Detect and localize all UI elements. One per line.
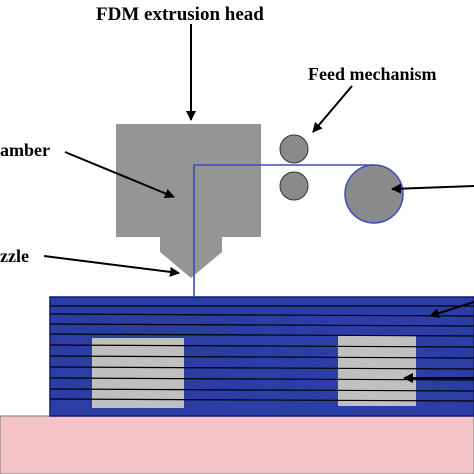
chamber-label: amber [0,140,50,160]
support-structure-right [338,336,416,406]
layer-lines [49,305,474,402]
nozzle-label: zzle [0,246,29,266]
feed-arrow [312,85,353,133]
feed-roller-bottom [279,171,309,201]
filament-spool [344,164,404,224]
feed-label: Feed mechanism [308,64,436,84]
build-platform [0,415,474,474]
chamber-arrow [64,151,175,199]
feed-roller-top [279,134,309,164]
nozzle-arrow [43,255,180,277]
filament-path [193,164,374,297]
liquefier-chamber [116,124,261,237]
callout-arrows [43,24,474,383]
support-structure-left [92,338,184,408]
nozzle [160,236,222,278]
part-arrow [429,301,474,319]
spool-arrow [391,183,474,194]
head-label: FDM extrusion head [96,4,264,25]
